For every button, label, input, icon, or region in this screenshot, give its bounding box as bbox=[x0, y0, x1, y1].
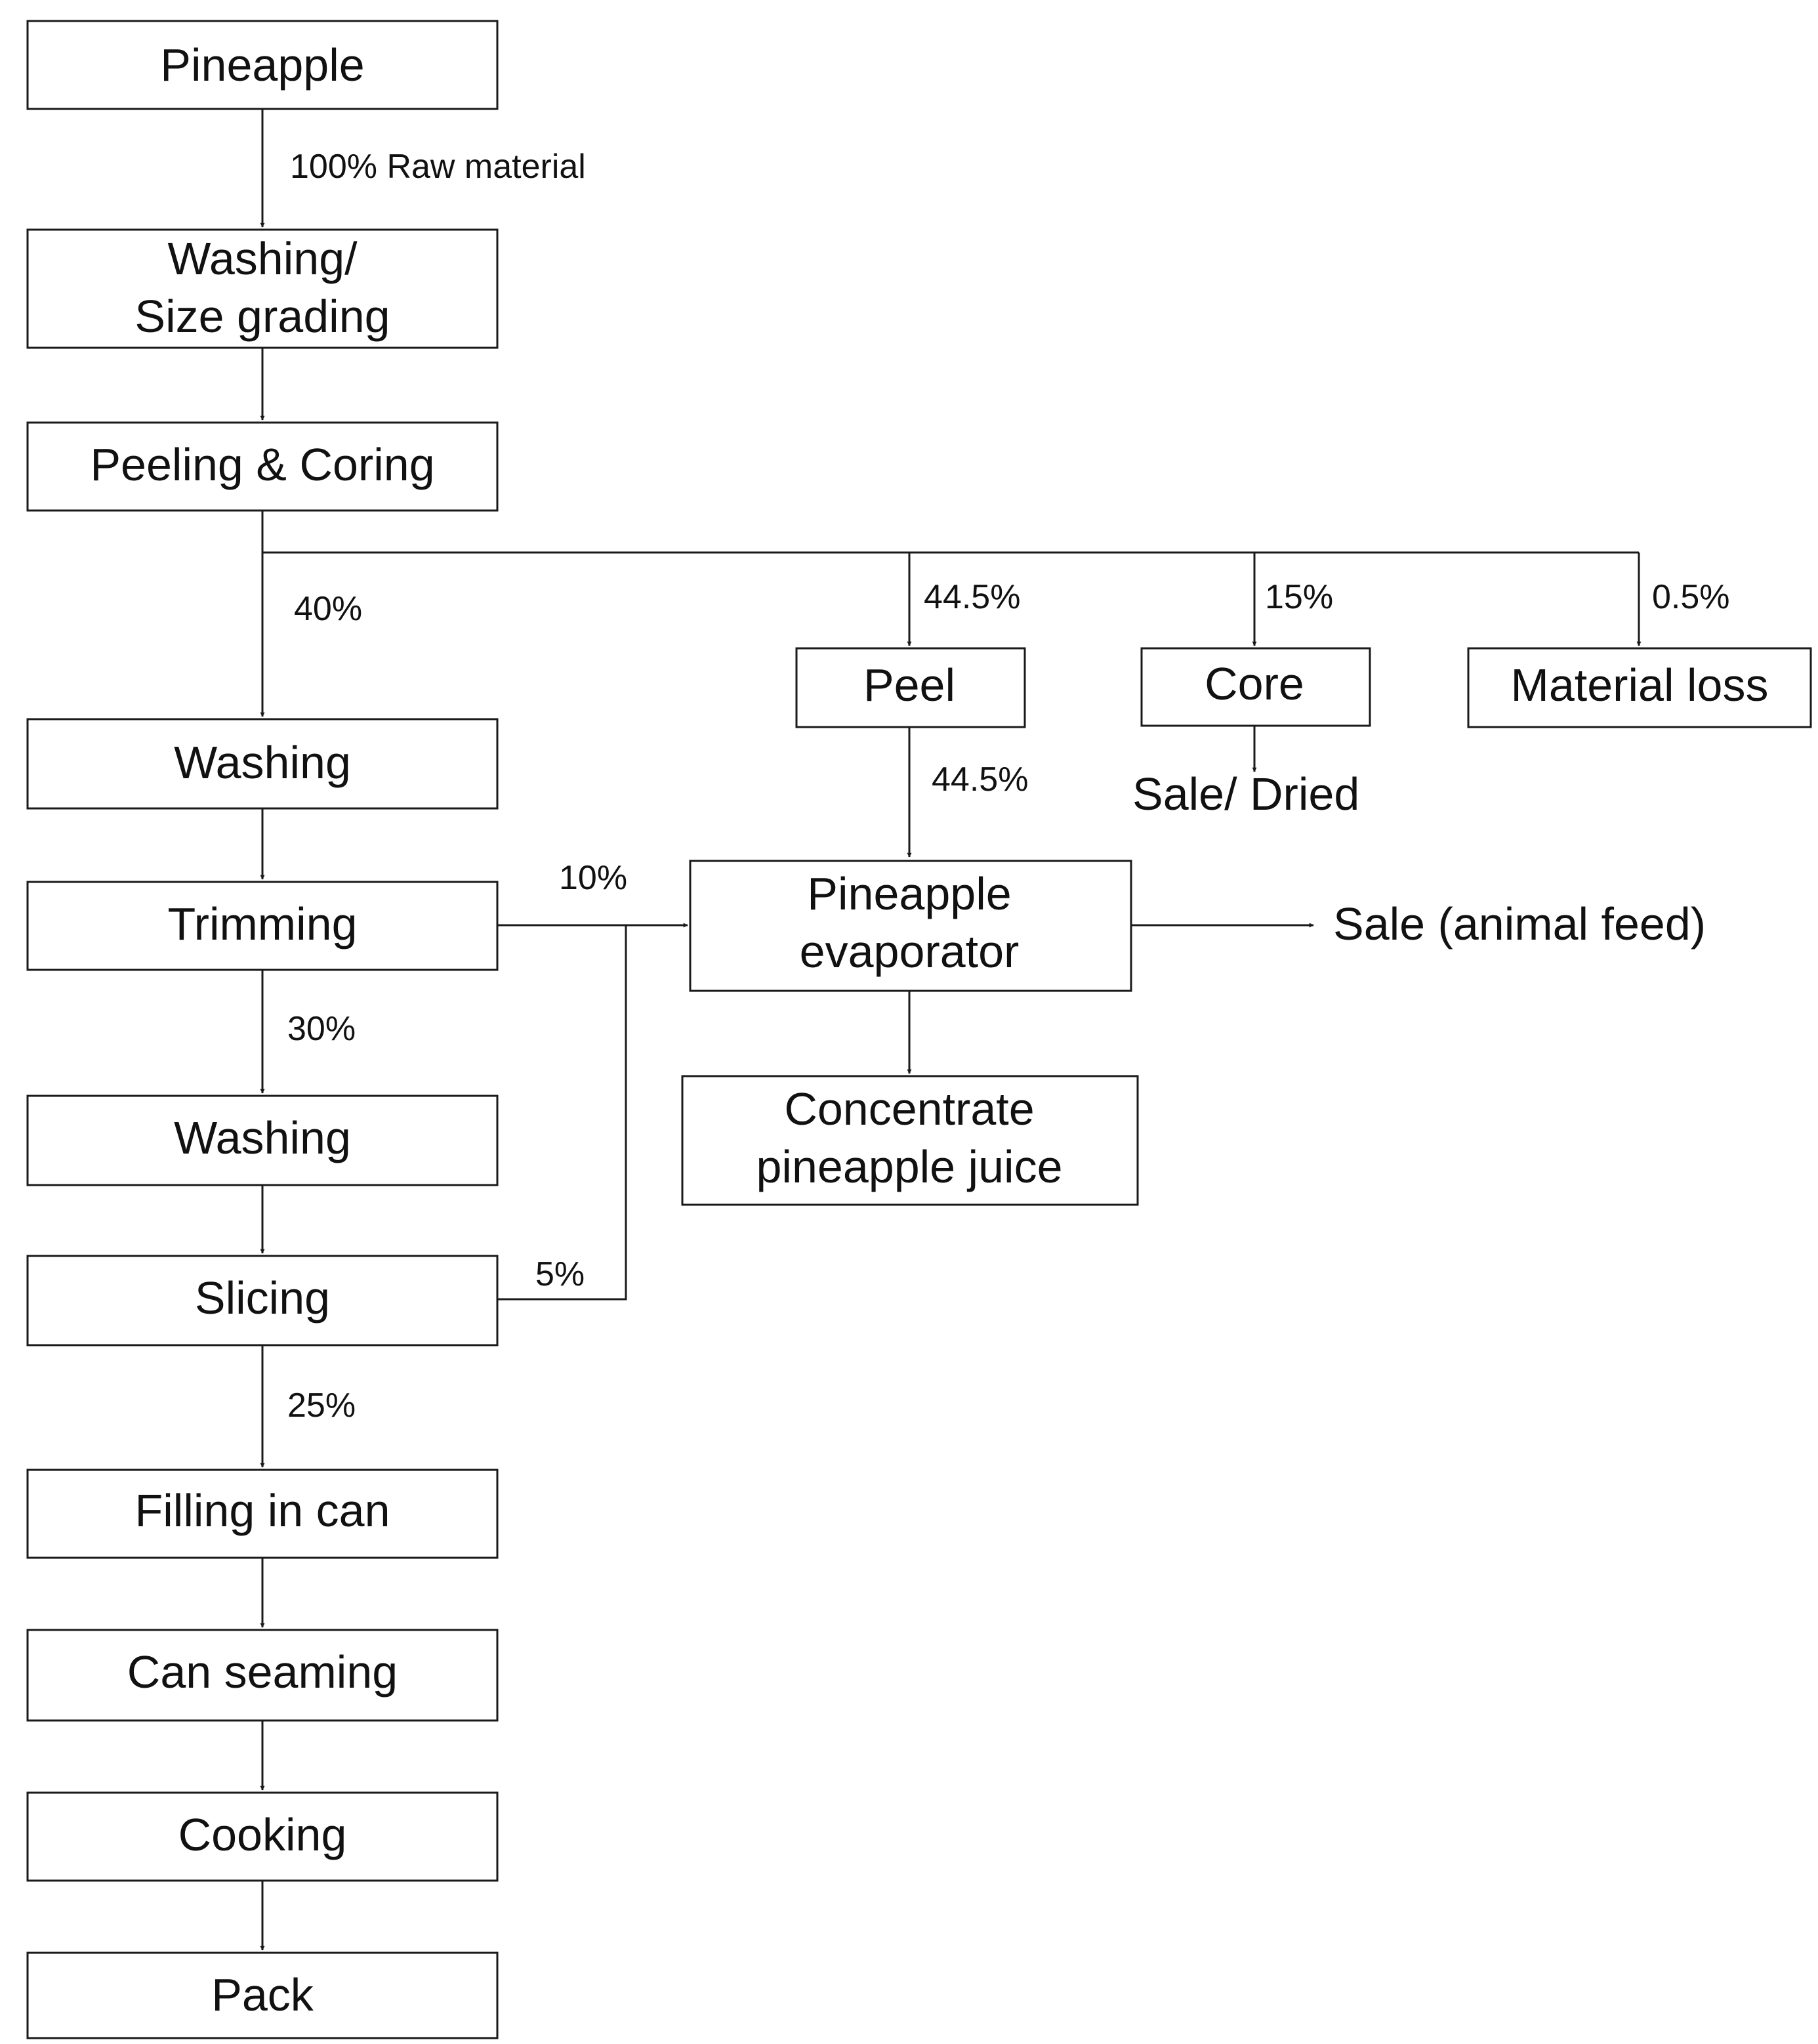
box-peeling-coring-label: Peeling & Coring bbox=[90, 439, 434, 490]
box-core: Core bbox=[1140, 647, 1371, 727]
flow-to-filling: 25% bbox=[287, 1387, 356, 1425]
flow-to-washing-2: 30% bbox=[287, 1010, 356, 1048]
box-washing-size-grading-line1: Washing/ bbox=[167, 233, 358, 284]
box-core-label: Core bbox=[1205, 658, 1304, 709]
box-washing-size-grading-line2: Size grading bbox=[134, 291, 390, 342]
box-peel: Peel bbox=[795, 647, 1026, 728]
box-pack-label: Pack bbox=[211, 1969, 314, 2020]
flow-trimming-to-evaporator: 10% bbox=[559, 859, 627, 897]
output-sale-animal-feed: Sale (animal feed) bbox=[1333, 898, 1706, 949]
box-filling-in-can: Filling in can bbox=[26, 1469, 499, 1559]
box-washing-2: Washing bbox=[26, 1095, 499, 1186]
box-pineapple-label: Pineapple bbox=[160, 39, 364, 91]
box-washing-1: Washing bbox=[26, 718, 499, 810]
box-trimming: Trimming bbox=[26, 881, 499, 971]
flow-to-peel: 44.5% bbox=[924, 578, 1020, 616]
box-peel-label: Peel bbox=[863, 659, 955, 711]
box-concentrate-juice: Concentrate pineapple juice bbox=[681, 1075, 1139, 1206]
flow-to-washing: 40% bbox=[294, 590, 362, 628]
box-slicing: Slicing bbox=[26, 1255, 499, 1346]
box-washing-1-label: Washing bbox=[174, 737, 351, 788]
box-washing-size-grading: Washing/ Size grading bbox=[26, 228, 499, 349]
box-material-loss: Material loss bbox=[1467, 647, 1812, 728]
output-sale-dried: Sale/ Dried bbox=[1132, 768, 1359, 820]
box-pack: Pack bbox=[26, 1951, 499, 2039]
box-material-loss-label: Material loss bbox=[1511, 659, 1769, 711]
flow-raw-material: 100% Raw material bbox=[290, 148, 586, 186]
flow-to-core: 15% bbox=[1265, 578, 1333, 616]
box-cooking: Cooking bbox=[26, 1791, 499, 1882]
box-slicing-label: Slicing bbox=[195, 1272, 330, 1324]
box-concentrate-juice-line1: Concentrate bbox=[784, 1083, 1034, 1135]
box-pineapple-evaporator-line1: Pineapple bbox=[807, 868, 1011, 919]
box-concentrate-juice-line2: pineapple juice bbox=[756, 1141, 1062, 1192]
line-slicing-to-evaporator bbox=[497, 925, 627, 1301]
box-pineapple-evaporator: Pineapple evaporator bbox=[689, 860, 1132, 992]
connectors bbox=[260, 109, 1642, 1951]
box-filling-in-can-label: Filling in can bbox=[134, 1485, 390, 1536]
box-peeling-coring: Peeling & Coring bbox=[26, 421, 499, 512]
box-pineapple: Pineapple bbox=[26, 20, 499, 110]
box-can-seaming: Can seaming bbox=[26, 1629, 499, 1722]
box-trimming-label: Trimming bbox=[167, 898, 357, 949]
flow-to-loss: 0.5% bbox=[1652, 578, 1730, 616]
box-pineapple-evaporator-line2: evaporator bbox=[800, 926, 1020, 977]
box-can-seaming-label: Can seaming bbox=[127, 1646, 398, 1698]
flow-peel-to-evaporator: 44.5% bbox=[932, 761, 1028, 799]
flow-slicing-to-evaporator: 5% bbox=[535, 1255, 585, 1293]
box-washing-2-label: Washing bbox=[174, 1112, 351, 1163]
box-cooking-label: Cooking bbox=[178, 1809, 347, 1860]
